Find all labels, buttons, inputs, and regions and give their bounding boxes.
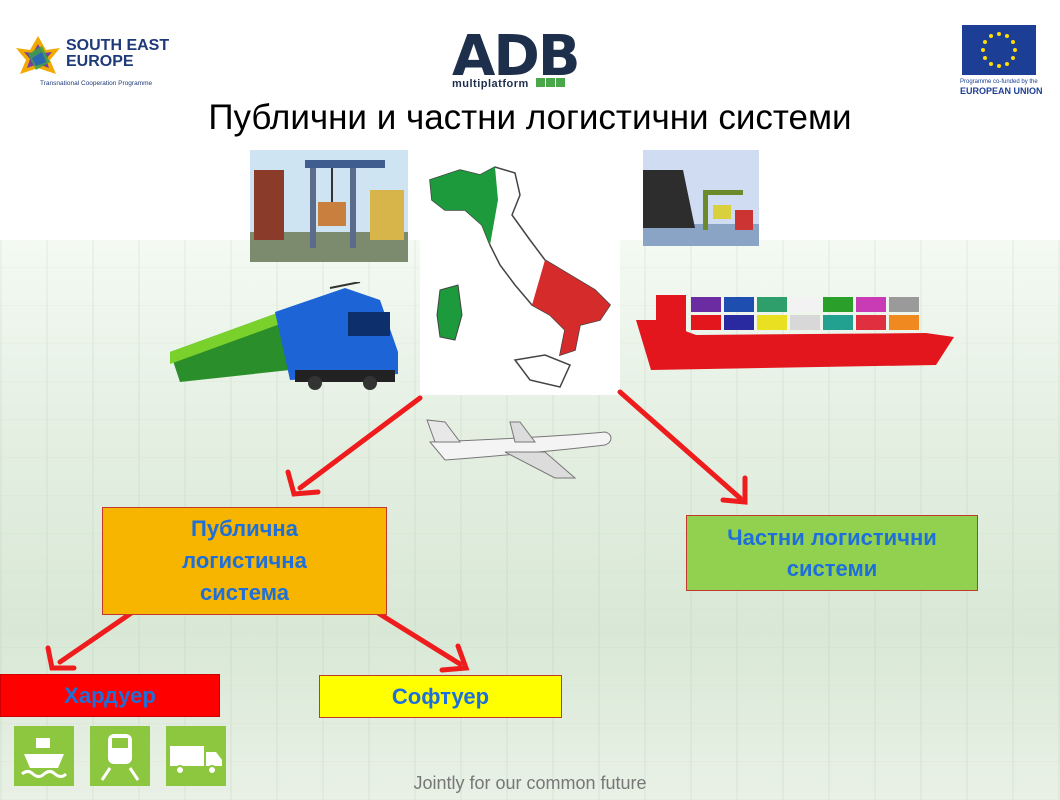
adb-sub-text: multiplatform (452, 78, 529, 90)
eu-union: EUROPEAN UNION (960, 86, 1043, 96)
public-logistics-box: Публична логистична система (102, 507, 387, 615)
airplane-icon (426, 419, 612, 479)
adb-logo-sub: multiplatform (452, 78, 566, 90)
hardware-box: Хардуер (0, 674, 220, 717)
cargo-ship-port-icon (643, 150, 759, 246)
eu-flag-icon (962, 25, 1036, 75)
see-logo-icon (16, 36, 60, 74)
arrow-to-hardware-head (45, 645, 77, 671)
see-logo-text: SOUTH EAST EUROPE (66, 38, 169, 70)
arrow-to-public-head (285, 469, 321, 497)
arrow-to-public (297, 395, 423, 491)
see-subtitle: Transnational Cooperation Programme (40, 80, 153, 87)
page-title: Публични и частни логистични системи (208, 98, 852, 137)
truck-icon (166, 726, 226, 786)
container-ship-icon (636, 295, 954, 370)
arrow-to-software-head (439, 643, 470, 673)
software-box: Софтуер (319, 675, 562, 718)
italy-map-icon (420, 155, 620, 395)
eu-note: Programme co-funded by the (960, 79, 1038, 85)
see-line1: SOUTH EAST (66, 37, 170, 54)
see-line2: EUROPE (66, 53, 134, 70)
train-icon (90, 726, 150, 786)
adb-mode-icons (536, 78, 566, 90)
electric-train-icon (170, 282, 398, 390)
arrow-to-private-head (720, 475, 748, 505)
crane-train-icon (250, 150, 408, 262)
arrow-to-private (617, 389, 743, 501)
ship-icon (14, 726, 74, 786)
private-logistics-box: Частни логистични системи (686, 515, 978, 591)
footer-tagline: Jointly for our common future (413, 773, 647, 793)
